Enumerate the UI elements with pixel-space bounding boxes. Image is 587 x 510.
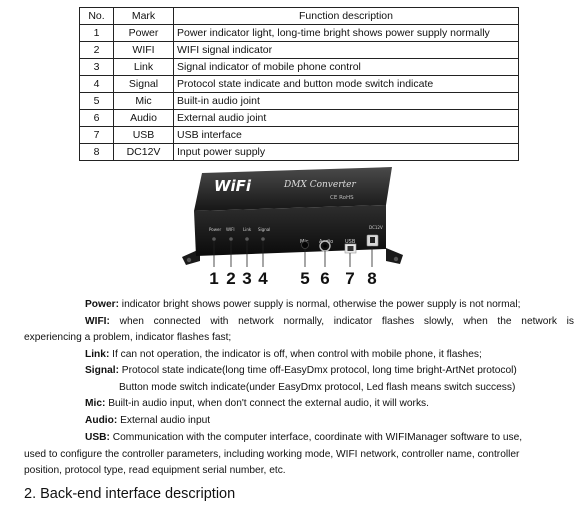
row-no: 6 bbox=[79, 109, 114, 127]
row-mark: USB bbox=[113, 126, 174, 144]
row-function: WIFI signal indicator bbox=[173, 41, 519, 59]
table-row: 1 Power Power indicator light, long-time… bbox=[79, 24, 519, 42]
signal-description-cont: Button mode switch indicate(under EasyDm… bbox=[119, 382, 516, 393]
certification-label: CE RoHS bbox=[330, 195, 354, 201]
usb-label: USB: bbox=[85, 432, 110, 443]
usb-port-inner-icon bbox=[347, 246, 354, 251]
wifi-description-cont: experiencing a problem, indicator flashe… bbox=[24, 332, 232, 343]
row-function: Signal indicator of mobile phone control bbox=[173, 58, 519, 76]
mic-description: Mic: Built-in audio input, when don't co… bbox=[85, 395, 429, 412]
wifi-label: WIFI: bbox=[85, 316, 110, 327]
row-function: Built-in audio joint bbox=[173, 92, 519, 110]
audio-text: External audio input bbox=[117, 415, 211, 426]
port-label-link: Link bbox=[243, 227, 252, 232]
callout-number: 5 bbox=[300, 269, 309, 287]
row-no: 5 bbox=[79, 92, 114, 110]
header-no: No. bbox=[79, 7, 114, 25]
row-function: Input power supply bbox=[173, 143, 519, 161]
port-label-usb: USB bbox=[345, 239, 356, 245]
callout-number: 8 bbox=[367, 269, 376, 287]
row-no: 8 bbox=[79, 143, 114, 161]
link-led-icon bbox=[245, 237, 249, 241]
callout-number: 3 bbox=[242, 269, 251, 287]
power-text: indicator bright shows power supply is n… bbox=[118, 299, 521, 310]
row-function: Protocol state indicate and button mode … bbox=[173, 75, 519, 93]
table-row: 5 Mic Built-in audio joint bbox=[79, 92, 519, 110]
table-header-row: No. Mark Function description bbox=[79, 7, 519, 25]
link-label: Link: bbox=[85, 349, 110, 360]
mic-text: Built-in audio input, when don't connect… bbox=[105, 398, 429, 409]
usb-description: USB: Communication with the computer int… bbox=[85, 429, 522, 446]
table-row: 7 USB USB interface bbox=[79, 126, 519, 144]
row-mark: WIFI bbox=[113, 41, 174, 59]
row-no: 1 bbox=[79, 24, 114, 42]
wifi-description: WIFI: when connected with network normal… bbox=[85, 313, 574, 330]
callout-number: 1 bbox=[209, 269, 218, 287]
callout-number: 2 bbox=[226, 269, 235, 287]
table-row: 4 Signal Protocol state indicate and but… bbox=[79, 75, 519, 93]
port-label-power: Power bbox=[209, 227, 221, 232]
signal-description: Signal: Protocol state indicate(long tim… bbox=[85, 362, 517, 379]
wifi-logo: WiFi bbox=[214, 177, 252, 195]
mic-port-icon bbox=[301, 241, 309, 249]
header-mark: Mark bbox=[113, 7, 174, 25]
port-label-dc12v: DC12V bbox=[369, 225, 383, 230]
table-row: 8 DC12V Input power supply bbox=[79, 143, 519, 161]
row-function: USB interface bbox=[173, 126, 519, 144]
audio-jack-hole-icon bbox=[323, 244, 327, 248]
usb-description-cont1: used to configure the controller paramet… bbox=[24, 449, 520, 460]
power-description: Power: indicator bright shows power supp… bbox=[85, 296, 520, 313]
row-mark: Signal bbox=[113, 75, 174, 93]
row-no: 4 bbox=[79, 75, 114, 93]
table-row: 3 Link Signal indicator of mobile phone … bbox=[79, 58, 519, 76]
screw-hole-icon bbox=[393, 256, 399, 262]
audio-description: Audio: External audio input bbox=[85, 412, 210, 429]
row-function: External audio joint bbox=[173, 109, 519, 127]
power-led-icon bbox=[212, 237, 216, 241]
device-photo: WiFi DMX Converter CE RoHS Power WIFI Li… bbox=[182, 167, 403, 287]
row-function: Power indicator light, long-time bright … bbox=[173, 24, 519, 42]
table-row: 6 Audio External audio joint bbox=[79, 109, 519, 127]
signal-led-icon bbox=[261, 237, 265, 241]
power-label: Power: bbox=[85, 299, 119, 310]
dc-power-jack-inner-icon bbox=[370, 237, 375, 243]
port-label-wifi: WIFI bbox=[226, 227, 235, 232]
row-no: 3 bbox=[79, 58, 114, 76]
link-description: Link: If can not operation, the indicato… bbox=[85, 346, 482, 363]
signal-label: Signal: bbox=[85, 365, 119, 376]
row-mark: Audio bbox=[113, 109, 174, 127]
brand-label: DMX Converter bbox=[283, 180, 356, 190]
row-mark: Mic bbox=[113, 92, 174, 110]
callout-number: 6 bbox=[320, 269, 329, 287]
wifi-text-line1: when connected with network normally, in… bbox=[109, 316, 574, 327]
table-row: 2 WIFI WIFI signal indicator bbox=[79, 41, 519, 59]
device-top bbox=[194, 167, 392, 211]
signal-text-line1: Protocol state indicate(long time off-Ea… bbox=[118, 365, 517, 376]
audio-label: Audio: bbox=[85, 415, 118, 426]
link-text: If can not operation, the indicator is o… bbox=[109, 349, 482, 360]
function-table: No. Mark Function description 1 Power Po… bbox=[79, 7, 519, 161]
callout-lines bbox=[213, 241, 373, 267]
wifi-led-icon bbox=[229, 237, 233, 241]
mounting-foot-right bbox=[386, 248, 403, 264]
port-label-signal: Signal bbox=[258, 227, 270, 232]
screw-hole-icon bbox=[186, 257, 192, 263]
row-mark: DC12V bbox=[113, 143, 174, 161]
mounting-foot-left bbox=[182, 249, 200, 265]
callout-number: 7 bbox=[345, 269, 354, 287]
row-no: 2 bbox=[79, 41, 114, 59]
callout-number: 4 bbox=[258, 269, 268, 287]
usb-description-cont2: position, protocol type, read equipment … bbox=[24, 465, 286, 476]
row-mark: Link bbox=[113, 58, 174, 76]
row-mark: Power bbox=[113, 24, 174, 42]
mic-label: Mic: bbox=[85, 398, 106, 409]
header-function: Function description bbox=[173, 7, 519, 25]
section-heading: 2. Back-end interface description bbox=[24, 486, 236, 502]
row-no: 7 bbox=[79, 126, 114, 144]
usb-text-line1: Communication with the computer interfac… bbox=[109, 432, 523, 443]
device-front-panel bbox=[194, 205, 386, 256]
